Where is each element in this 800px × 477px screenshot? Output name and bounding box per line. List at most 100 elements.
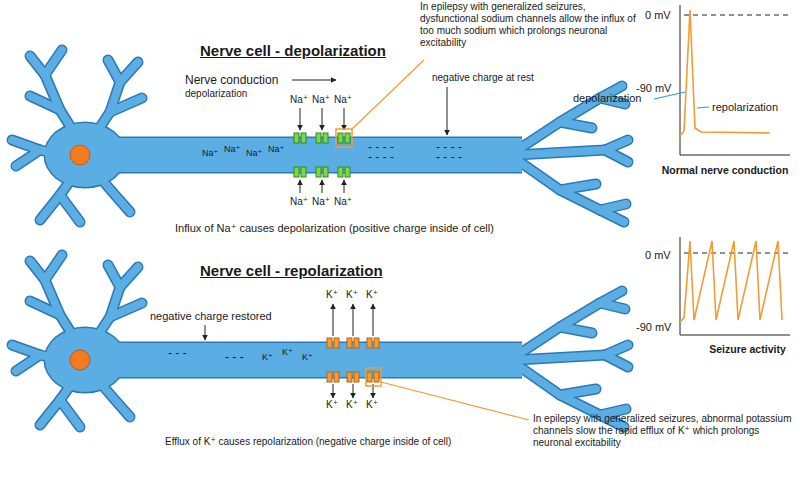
dendrite xyxy=(120,62,138,82)
dendrite xyxy=(510,98,600,155)
action-potential-trace xyxy=(680,10,770,136)
dendrite xyxy=(515,150,605,155)
ion-label: Na⁺ xyxy=(202,148,218,159)
graph-axes xyxy=(680,237,790,335)
soma xyxy=(44,122,127,189)
dendrite xyxy=(515,355,605,360)
dendrite xyxy=(16,150,40,166)
sodium-channel xyxy=(338,167,343,177)
dendrite xyxy=(515,150,605,155)
ion-label: K⁺ xyxy=(366,289,378,301)
sodium-channel xyxy=(338,133,343,143)
dendrite xyxy=(510,155,600,210)
dendrite xyxy=(510,360,600,415)
highlight-box xyxy=(336,129,352,147)
callout-note: In epilepsy with generalized seizures, a… xyxy=(533,413,795,449)
pointer-arrow xyxy=(447,87,448,135)
ion-label: K⁺ xyxy=(346,289,358,301)
dendrite xyxy=(560,389,596,395)
ion-label: Na⁺ xyxy=(312,94,330,106)
dendrite xyxy=(560,327,592,333)
section-heading: Nerve cell - repolarization xyxy=(200,262,383,280)
dendrite xyxy=(605,150,628,162)
ion-label: Na⁺ xyxy=(312,196,330,208)
sodium-channel xyxy=(323,133,328,143)
dendrite xyxy=(605,355,628,367)
dendrite xyxy=(110,303,142,317)
soma xyxy=(44,327,127,394)
dendrite xyxy=(510,155,600,210)
dendrite xyxy=(560,122,592,128)
dendrite xyxy=(510,303,600,360)
charge-sign: - - - xyxy=(168,346,187,360)
dendrite xyxy=(60,400,80,427)
charge-sign: - - - xyxy=(225,350,244,364)
annotation: negative charge restored xyxy=(150,310,272,323)
dendrite xyxy=(120,267,138,287)
graph-title: Normal nerve conduction xyxy=(655,164,795,177)
dendrite xyxy=(600,303,625,309)
charge-sign: - - - - xyxy=(368,150,394,164)
potassium-channel xyxy=(327,338,332,348)
potassium-channel xyxy=(347,338,352,348)
ion-label: Na⁺ xyxy=(224,144,240,155)
sodium-channel xyxy=(301,167,306,177)
influx-arrow xyxy=(344,108,345,130)
zero-line xyxy=(684,253,790,254)
dendrite xyxy=(110,98,142,112)
potassium-channel xyxy=(367,338,372,348)
sodium-channel xyxy=(294,133,299,143)
efflux-arrow xyxy=(353,384,354,398)
dendrite xyxy=(45,50,62,75)
sodium-channel xyxy=(294,167,299,177)
potassium-channel xyxy=(374,372,379,382)
ion-label: K⁺ xyxy=(326,289,338,301)
ion-label: Na⁺ xyxy=(290,196,308,208)
sodium-channel xyxy=(301,133,306,143)
graph-title: Seizure activity xyxy=(700,343,795,356)
potassium-channel xyxy=(354,338,359,348)
annotation: negative charge at rest xyxy=(432,72,534,84)
axon xyxy=(110,343,522,377)
potassium-channel xyxy=(374,338,379,348)
dendrite xyxy=(515,355,605,360)
dendrite xyxy=(45,255,62,280)
potassium-channel xyxy=(327,372,332,382)
charge-sign: - - - - xyxy=(436,150,462,164)
soma xyxy=(45,123,125,187)
ion-label: Na⁺ xyxy=(334,94,352,106)
neuron-repolarization xyxy=(12,255,628,427)
influx-arrow xyxy=(322,108,323,130)
caption-text: Influx of Na⁺ causes depolarization (pos… xyxy=(175,222,494,235)
potassium-channel xyxy=(347,372,352,382)
efflux-arrow xyxy=(373,304,374,336)
sodium-channel xyxy=(345,133,350,143)
ion-label: Na⁺ xyxy=(246,148,262,159)
potassium-channel xyxy=(367,372,372,382)
influx-arrow xyxy=(300,180,301,193)
dendrite xyxy=(120,267,138,287)
dendrite xyxy=(560,327,592,333)
dendrite xyxy=(60,195,80,222)
ion-label: Na⁺ xyxy=(268,144,284,155)
dendrite xyxy=(16,355,40,371)
callout-note: In epilepsy with generalized seizures, d… xyxy=(420,1,642,49)
efflux-arrow xyxy=(333,384,334,398)
nucleus xyxy=(70,145,90,165)
soma xyxy=(45,328,125,392)
dendrite xyxy=(600,303,625,309)
ion-label: K⁺ xyxy=(346,399,358,411)
seizure-trace xyxy=(680,241,782,322)
zero-line xyxy=(684,15,790,16)
dendrite xyxy=(60,195,80,222)
neuron-depolarization xyxy=(12,50,628,222)
leader-line xyxy=(697,107,709,108)
dendrite xyxy=(560,389,596,395)
highlight-box xyxy=(366,368,381,386)
dendrite xyxy=(600,204,626,210)
leader-line xyxy=(381,382,529,420)
dendrite xyxy=(60,400,80,427)
ion-label: K⁺ xyxy=(302,352,313,363)
